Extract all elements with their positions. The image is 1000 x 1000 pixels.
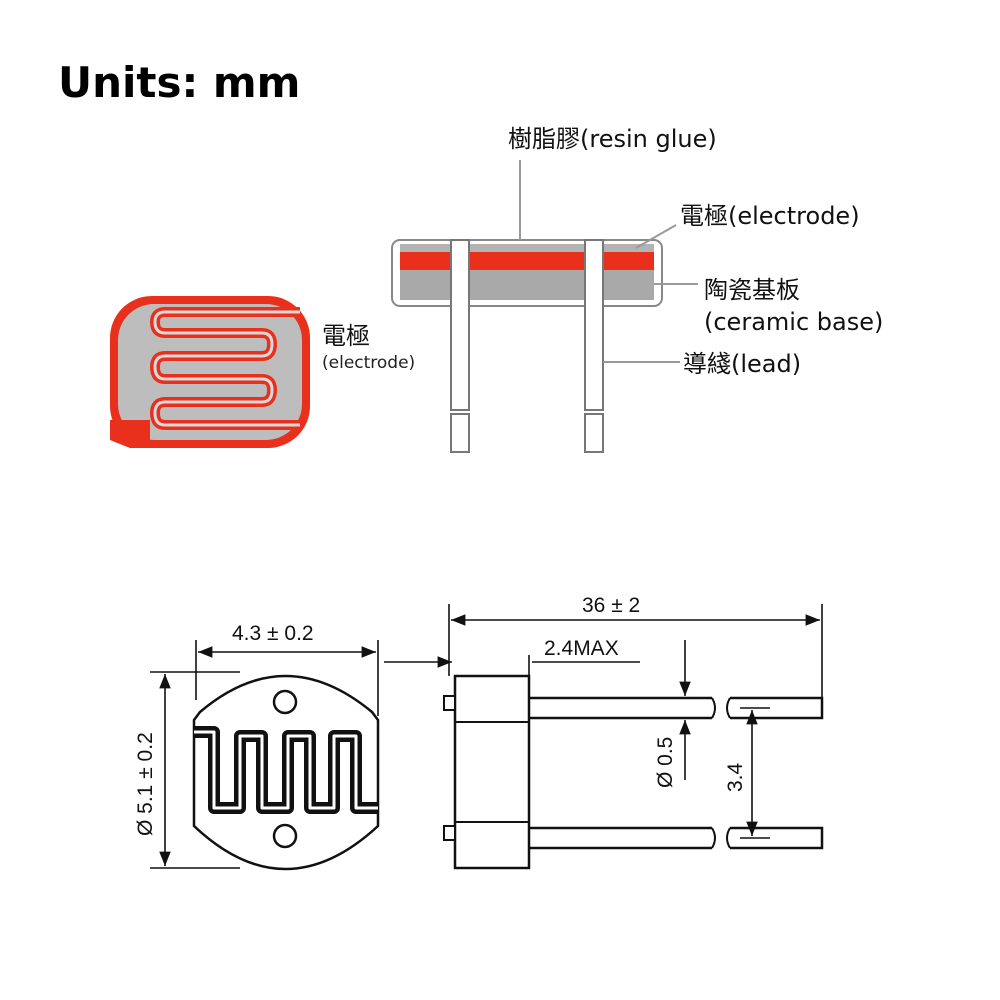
ceramic-base-label-cn: 陶瓷基板 — [704, 276, 800, 304]
face-red-corner — [110, 420, 150, 448]
face-grey-body — [118, 304, 302, 440]
diameter-dimension-text: Ø 5.1 ± 0.2 — [134, 732, 157, 836]
ceramic-base-layer — [400, 270, 654, 300]
lead-right-upper — [584, 239, 604, 411]
electrode-left-label-cn: 電極 — [322, 322, 370, 350]
face-hole-bottom — [272, 823, 298, 849]
resin-layer — [400, 244, 654, 252]
lead-left-upper — [450, 239, 470, 411]
lead-left-lower — [450, 413, 470, 453]
top-face-view — [110, 296, 310, 448]
electrode-left-label-en: (electrode) — [322, 353, 415, 373]
electrode-layer — [400, 252, 654, 270]
bottom-side-view — [384, 604, 824, 870]
electrode-right-label: 電極(electrode) — [680, 202, 860, 230]
lead-diameter-text: Ø 0.5 — [654, 737, 677, 788]
resin-glue-label: 樹脂膠(resin glue) — [508, 125, 717, 153]
top-side-view — [391, 160, 698, 453]
total-length-text: 36 ± 2 — [582, 594, 640, 617]
thickness-text: 2.4MAX — [544, 637, 619, 660]
body-outline — [453, 674, 531, 870]
electrode-leader — [635, 224, 677, 249]
bottom-face-view — [150, 640, 380, 871]
face-hole-top — [272, 689, 298, 715]
lead-right-lower — [584, 413, 604, 453]
lead-label: 導綫(lead) — [683, 350, 801, 378]
units-title: Units: mm — [58, 58, 300, 107]
ceramic-base-label-en: (ceramic base) — [704, 308, 883, 336]
width-dimension-text: 4.3 ± 0.2 — [232, 622, 314, 645]
lead-pitch-text: 3.4 — [724, 762, 747, 792]
